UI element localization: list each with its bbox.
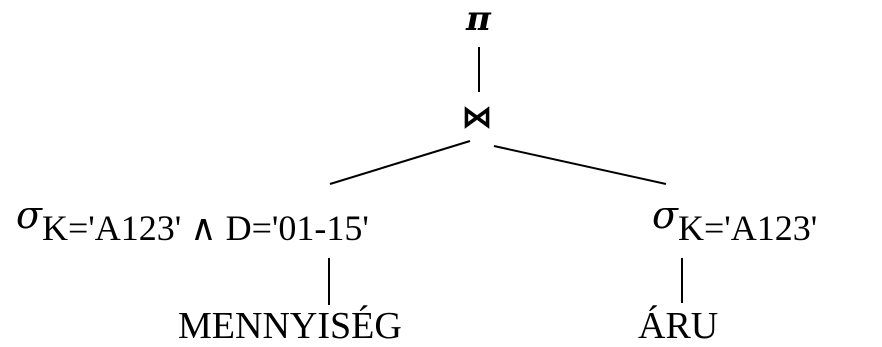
projection-symbol: π [466,0,491,39]
right-selection-sigma: σ [652,193,678,237]
join-symbol: ⋈ [462,100,492,135]
right-relation: ÁRU [638,305,719,347]
right-selection-node: σ K='A123' [652,196,817,246]
edge-join-right-select [493,145,667,185]
left-selection-sigma: σ [16,193,42,237]
edge-join-left-select [329,140,471,185]
right-selection-condition: K='A123' [677,208,818,248]
left-selection-node: σ K='A123' ∧ D='01-15' [16,196,369,246]
left-relation: MENNYISÉG [178,305,402,347]
left-selection-condition: K='A123' ∧ D='01-15' [41,208,369,248]
